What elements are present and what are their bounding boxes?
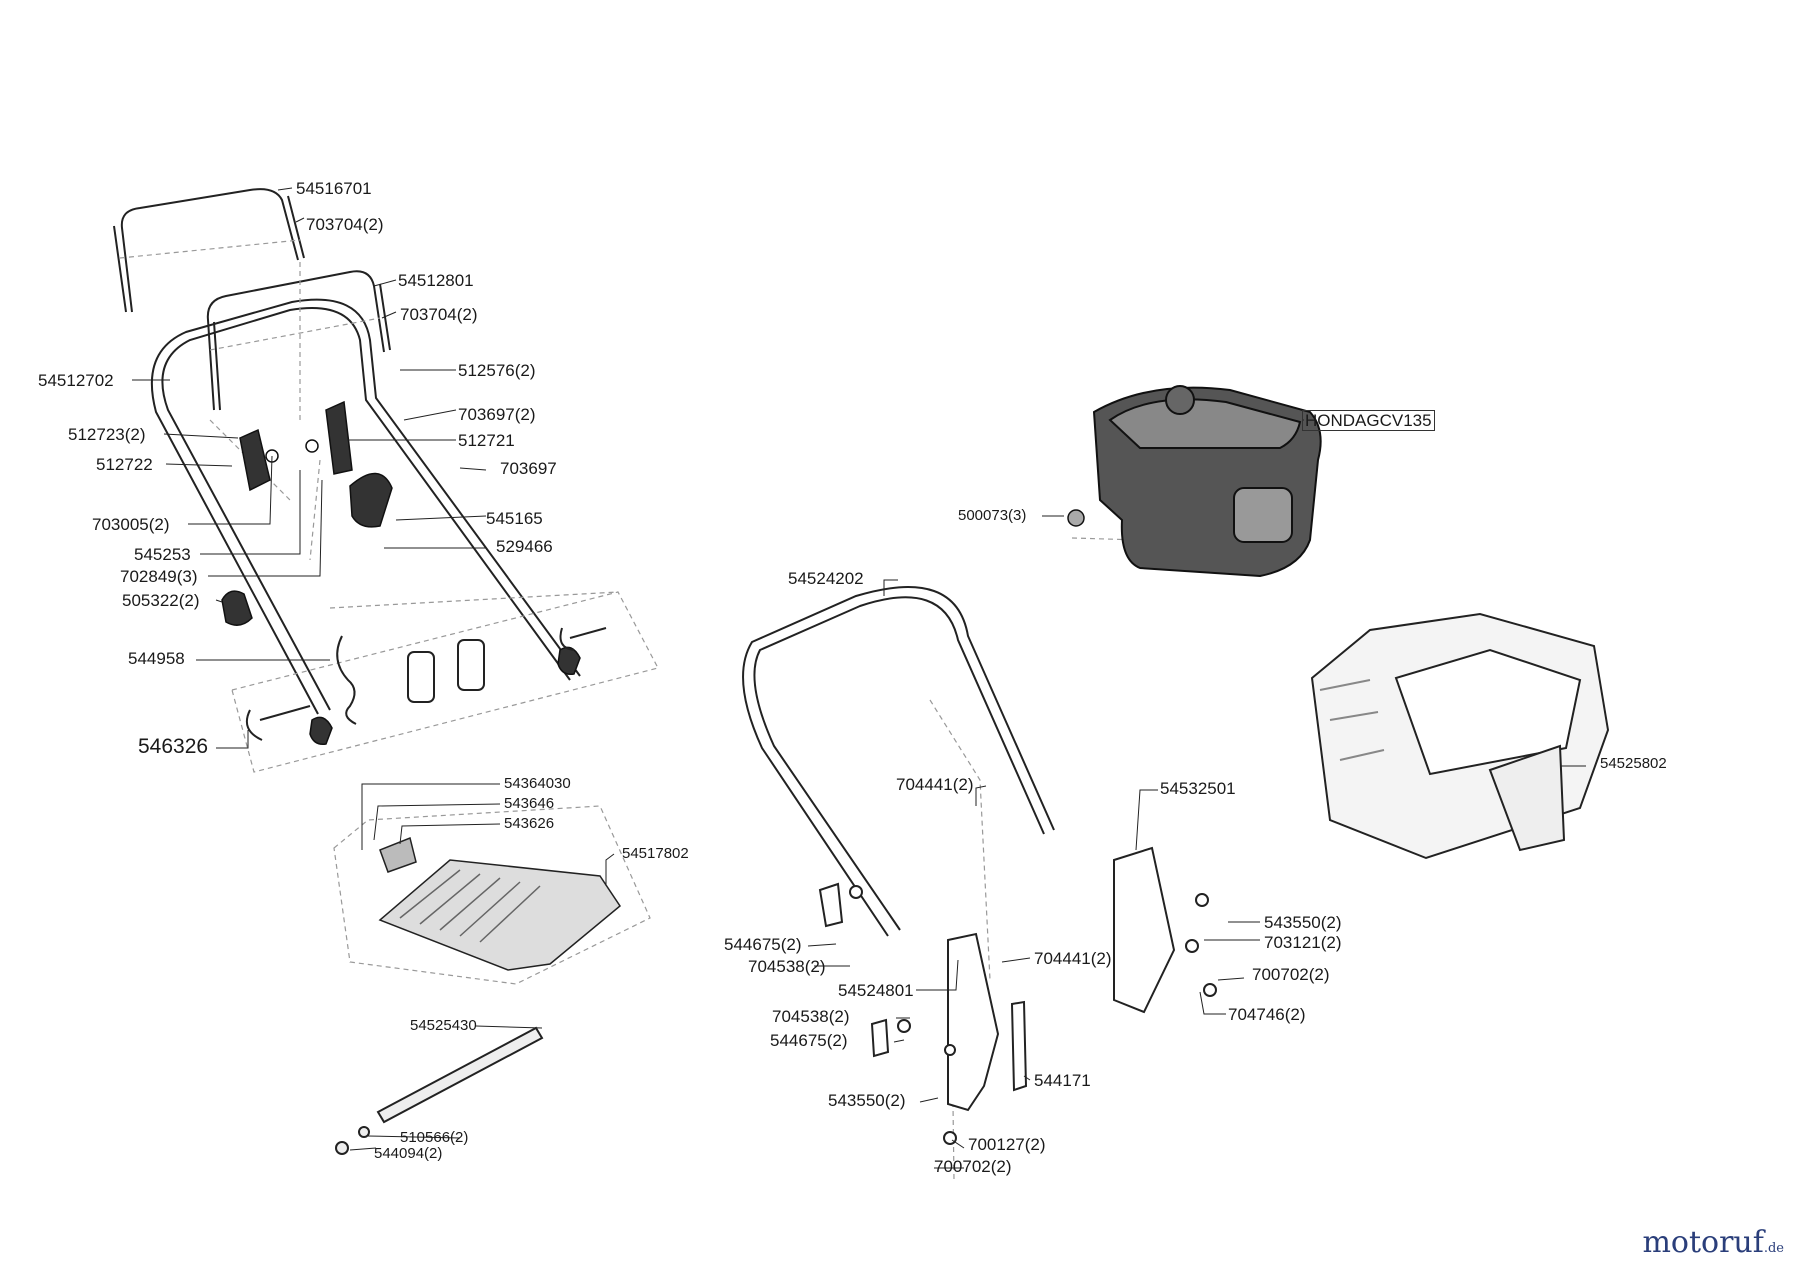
label-512722: 512722 (96, 455, 153, 474)
catch-544675-shape-2 (870, 1018, 890, 1058)
label-500073: 500073(3) (958, 507, 1027, 524)
right-handle-bar (753, 596, 1045, 931)
label-703704-upper: 703704(2) (306, 215, 384, 234)
label-703697: 703697 (500, 459, 557, 478)
plate-544171-shape (1010, 1000, 1028, 1092)
label-704746: 704746(2) (1228, 1005, 1306, 1024)
label-700702-lower: 700702(2) (934, 1157, 1012, 1176)
middle-handle-bar (206, 270, 385, 411)
nut-icon (358, 1126, 370, 1138)
label-704538-upper: 704538(2) (748, 957, 826, 976)
label-510566: 510566(2) (400, 1129, 469, 1146)
label-544171: 544171 (1034, 1071, 1091, 1090)
label-700127: 700127(2) (968, 1135, 1046, 1154)
label-505322: 505322(2) (122, 591, 200, 610)
deflector-plate-shape (378, 859, 621, 971)
engine-cover-shape (1108, 398, 1302, 449)
label-703697-2: 703697(2) (458, 405, 536, 424)
bracket-54532501-shape (1113, 846, 1176, 1014)
label-543626: 543626 (504, 815, 555, 832)
lever-512721-shape (325, 400, 353, 475)
label-54525430: 54525430 (410, 1017, 477, 1034)
clip-shape-2 (309, 716, 333, 746)
label-703121: 703121(2) (1264, 933, 1342, 952)
label-512721: 512721 (458, 431, 515, 450)
label-54524801: 54524801 (838, 981, 914, 1000)
label-704441-upper: 704441(2) (896, 775, 974, 794)
label-704441-lower: 704441(2) (1034, 949, 1112, 968)
knob-505322-shape (221, 590, 253, 626)
upper-handle-bar-inner (113, 195, 305, 313)
bracket-54524801-shape (947, 932, 1000, 1112)
washer-icon (849, 885, 863, 899)
washer-icon (1195, 893, 1209, 907)
label-545165: 545165 (486, 509, 543, 528)
engine-filter-shape (1233, 487, 1293, 543)
washer-icon (943, 1131, 957, 1145)
deflector-frame (333, 805, 651, 985)
lever-512723-shape (239, 428, 271, 492)
washer-icon (897, 1019, 911, 1033)
label-529466: 529466 (496, 537, 553, 556)
nut-icon (335, 1141, 349, 1155)
label-546326: 546326 (138, 735, 209, 758)
washer-icon (1203, 983, 1217, 997)
logo-tld: .de (1763, 1241, 1784, 1256)
label-543550-right: 543550(2) (1264, 913, 1342, 932)
bolt-546326-shape (246, 705, 311, 741)
label-543550-lower: 543550(2) (828, 1091, 906, 1110)
logo-text: motoruf (1642, 1225, 1764, 1260)
label-54517802: 54517802 (622, 845, 689, 862)
label-703005: 703005(2) (92, 515, 170, 534)
hardware-kit-frame (231, 591, 659, 773)
right-handle-bar-inner (742, 586, 1055, 937)
label-54516701: 54516701 (296, 179, 372, 198)
label-545253: 545253 (134, 545, 191, 564)
lower-handle-bar-inner (150, 298, 581, 715)
label-512576: 512576(2) (458, 361, 536, 380)
spring-544958-shape (336, 635, 357, 725)
label-hondagcv135: HONDAGCV135 (1302, 410, 1435, 431)
shim-shape (407, 651, 435, 703)
washer-icon (1067, 509, 1085, 527)
label-544094: 544094(2) (374, 1145, 443, 1162)
axle-rod-shape (376, 1026, 544, 1124)
upper-handle-bar (120, 188, 299, 313)
motoruf-logo: motoruf.de (1642, 1225, 1784, 1260)
label-54532501: 54532501 (1160, 779, 1236, 798)
middle-handle-bar-inner (213, 283, 391, 411)
washer-icon (944, 1044, 956, 1056)
washer-icon (1185, 939, 1199, 953)
throttle-545165-shape (349, 472, 393, 528)
label-704538-lower: 704538(2) (772, 1007, 850, 1026)
label-543646: 543646 (504, 795, 555, 812)
label-54525802: 54525802 (1600, 755, 1667, 772)
cover-plate-shape (379, 836, 417, 873)
label-54364030: 54364030 (504, 775, 571, 792)
label-700702-right: 700702(2) (1252, 965, 1330, 984)
label-544675-upper: 544675(2) (724, 935, 802, 954)
lower-handle-bar (161, 307, 571, 711)
bolt-right-shape (559, 627, 607, 651)
washer-icon (305, 439, 319, 453)
label-54512702: 54512702 (38, 371, 114, 390)
label-544958: 544958 (128, 649, 185, 668)
label-544675-lower: 544675(2) (770, 1031, 848, 1050)
label-703704-lower: 703704(2) (400, 305, 478, 324)
label-54512801: 54512801 (398, 271, 474, 290)
catcher-chute-shape (1488, 744, 1566, 852)
label-512723: 512723(2) (68, 425, 146, 444)
engine-cap-shape (1165, 385, 1195, 415)
label-54524202: 54524202 (788, 569, 864, 588)
catch-544675-shape (818, 882, 844, 928)
shim-shape-2 (457, 639, 485, 691)
label-702849: 702849(3) (120, 567, 198, 586)
